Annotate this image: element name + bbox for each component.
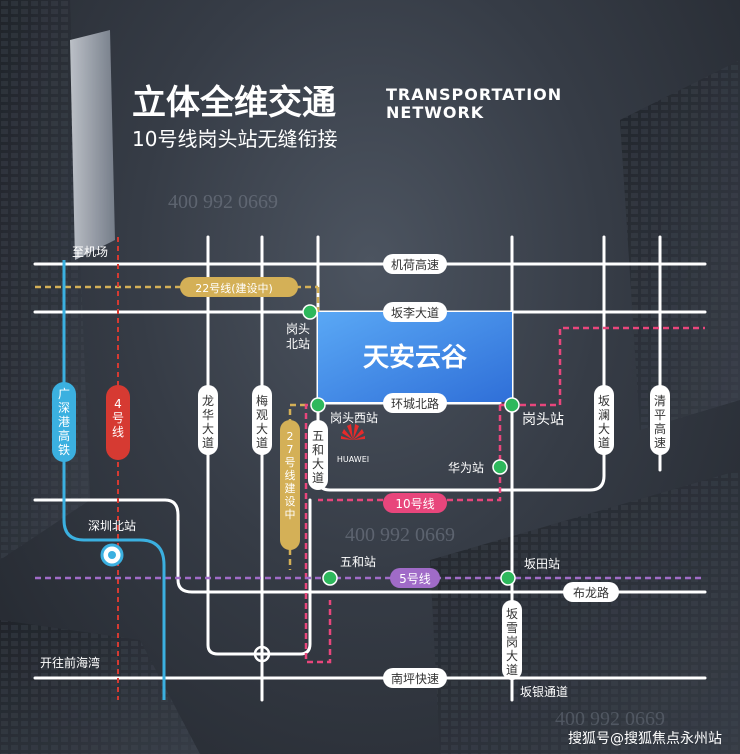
svg-text:清平高速: 清平高速 [654, 394, 666, 450]
watermark: 400 992 0669 [345, 524, 455, 546]
svg-text:机荷高速: 机荷高速 [391, 257, 439, 272]
title-en-line1: TRANSPORTATION [386, 85, 562, 104]
road-label-pingnan: 南坪快速 [383, 668, 447, 688]
line-label-5: 5号线 [390, 568, 440, 588]
title: 立体全维交通 [132, 83, 336, 123]
svg-text:坂李大道: 坂李大道 [391, 305, 439, 320]
svg-text:南坪快速: 南坪快速 [391, 671, 439, 686]
subtitle: 10号线岗头站无缝衔接 [132, 127, 337, 151]
station-huawei: 华为站 [448, 459, 508, 475]
line-label-10: 10号线 [383, 493, 447, 513]
station-gangtou: 岗头站 [504, 397, 564, 428]
metro-line-10 [304, 326, 705, 664]
svg-text:岗头西站: 岗头西站 [330, 411, 378, 425]
watermark: 400 992 0669 [168, 191, 278, 213]
svg-text:龙华大道: 龙华大道 [202, 394, 214, 450]
road-label-longhua: 龙华大道 [198, 385, 218, 455]
line-label-22: 22号线(建设中) [180, 277, 298, 297]
svg-text:环城北路: 环城北路 [391, 396, 439, 411]
road-label-banli: 坂李大道 [383, 302, 447, 322]
huawei-logo [341, 424, 365, 440]
svg-text:岗头北站: 岗头北站 [286, 322, 310, 351]
station-bantian: 坂田站 [500, 557, 560, 586]
station-wuhe: 五和站 [322, 555, 376, 586]
road-label-banyin: 坂银通道 [520, 685, 568, 699]
svg-text:坂田站: 坂田站 [524, 557, 560, 571]
line-label-gsg: 广深港高铁 [52, 382, 76, 462]
svg-text:五和站: 五和站 [340, 555, 376, 569]
svg-text:22号线(建设中): 22号线(建设中) [195, 281, 273, 295]
rail-gsg [62, 260, 166, 700]
svg-text:布龙路: 布龙路 [573, 585, 609, 600]
svg-text:10号线: 10号线 [395, 497, 434, 511]
svg-text:深圳北站: 深圳北站 [88, 519, 136, 533]
svg-text:华为站: 华为站 [448, 461, 484, 475]
svg-text:5号线: 5号线 [399, 572, 431, 586]
landmark-block [318, 312, 512, 402]
svg-text:岗头站: 岗头站 [522, 412, 564, 428]
road-label-jihe: 机荷高速 [383, 254, 447, 274]
road-label-bulong: 布龙路 [563, 582, 619, 602]
road-label-qingping: 清平高速 [650, 385, 670, 455]
station-gangtou-west: 岗头西站 [310, 397, 378, 425]
road-label-wuhe: 五和大道 [308, 420, 328, 490]
road-label-top: 至机场 [72, 245, 108, 259]
watermark: 400 992 0669 [555, 708, 665, 730]
road-label-meiguan: 梅观大道 [252, 385, 272, 455]
footer-credit: 搜狐号@搜狐焦点永州站 [568, 731, 722, 747]
svg-text:坂澜大道: 坂澜大道 [598, 394, 610, 450]
road-label-banlan: 坂澜大道 [594, 385, 614, 455]
station-shenzhen-north: 深圳北站 [88, 519, 136, 567]
huawei-logo-text: HUAWEI [337, 455, 369, 464]
landmark-name: 天安云谷 [363, 343, 468, 373]
title-en-line2: NETWORK [386, 103, 484, 122]
station-gangtou-north: 岗头北站 [286, 304, 318, 351]
svg-text:坂雪岗大道: 坂雪岗大道 [506, 607, 518, 677]
road-label-huancheng: 环城北路 [383, 393, 447, 413]
road-label-bangxuegang: 坂雪岗大道 [502, 600, 522, 680]
svg-text:4号线: 4号线 [112, 397, 124, 439]
svg-text:广深港高铁: 广深港高铁 [58, 387, 70, 457]
road-label-qianhai: 开往前海湾 [40, 655, 100, 670]
svg-text:五和大道: 五和大道 [312, 429, 324, 485]
svg-text:梅观大道: 梅观大道 [256, 393, 268, 450]
